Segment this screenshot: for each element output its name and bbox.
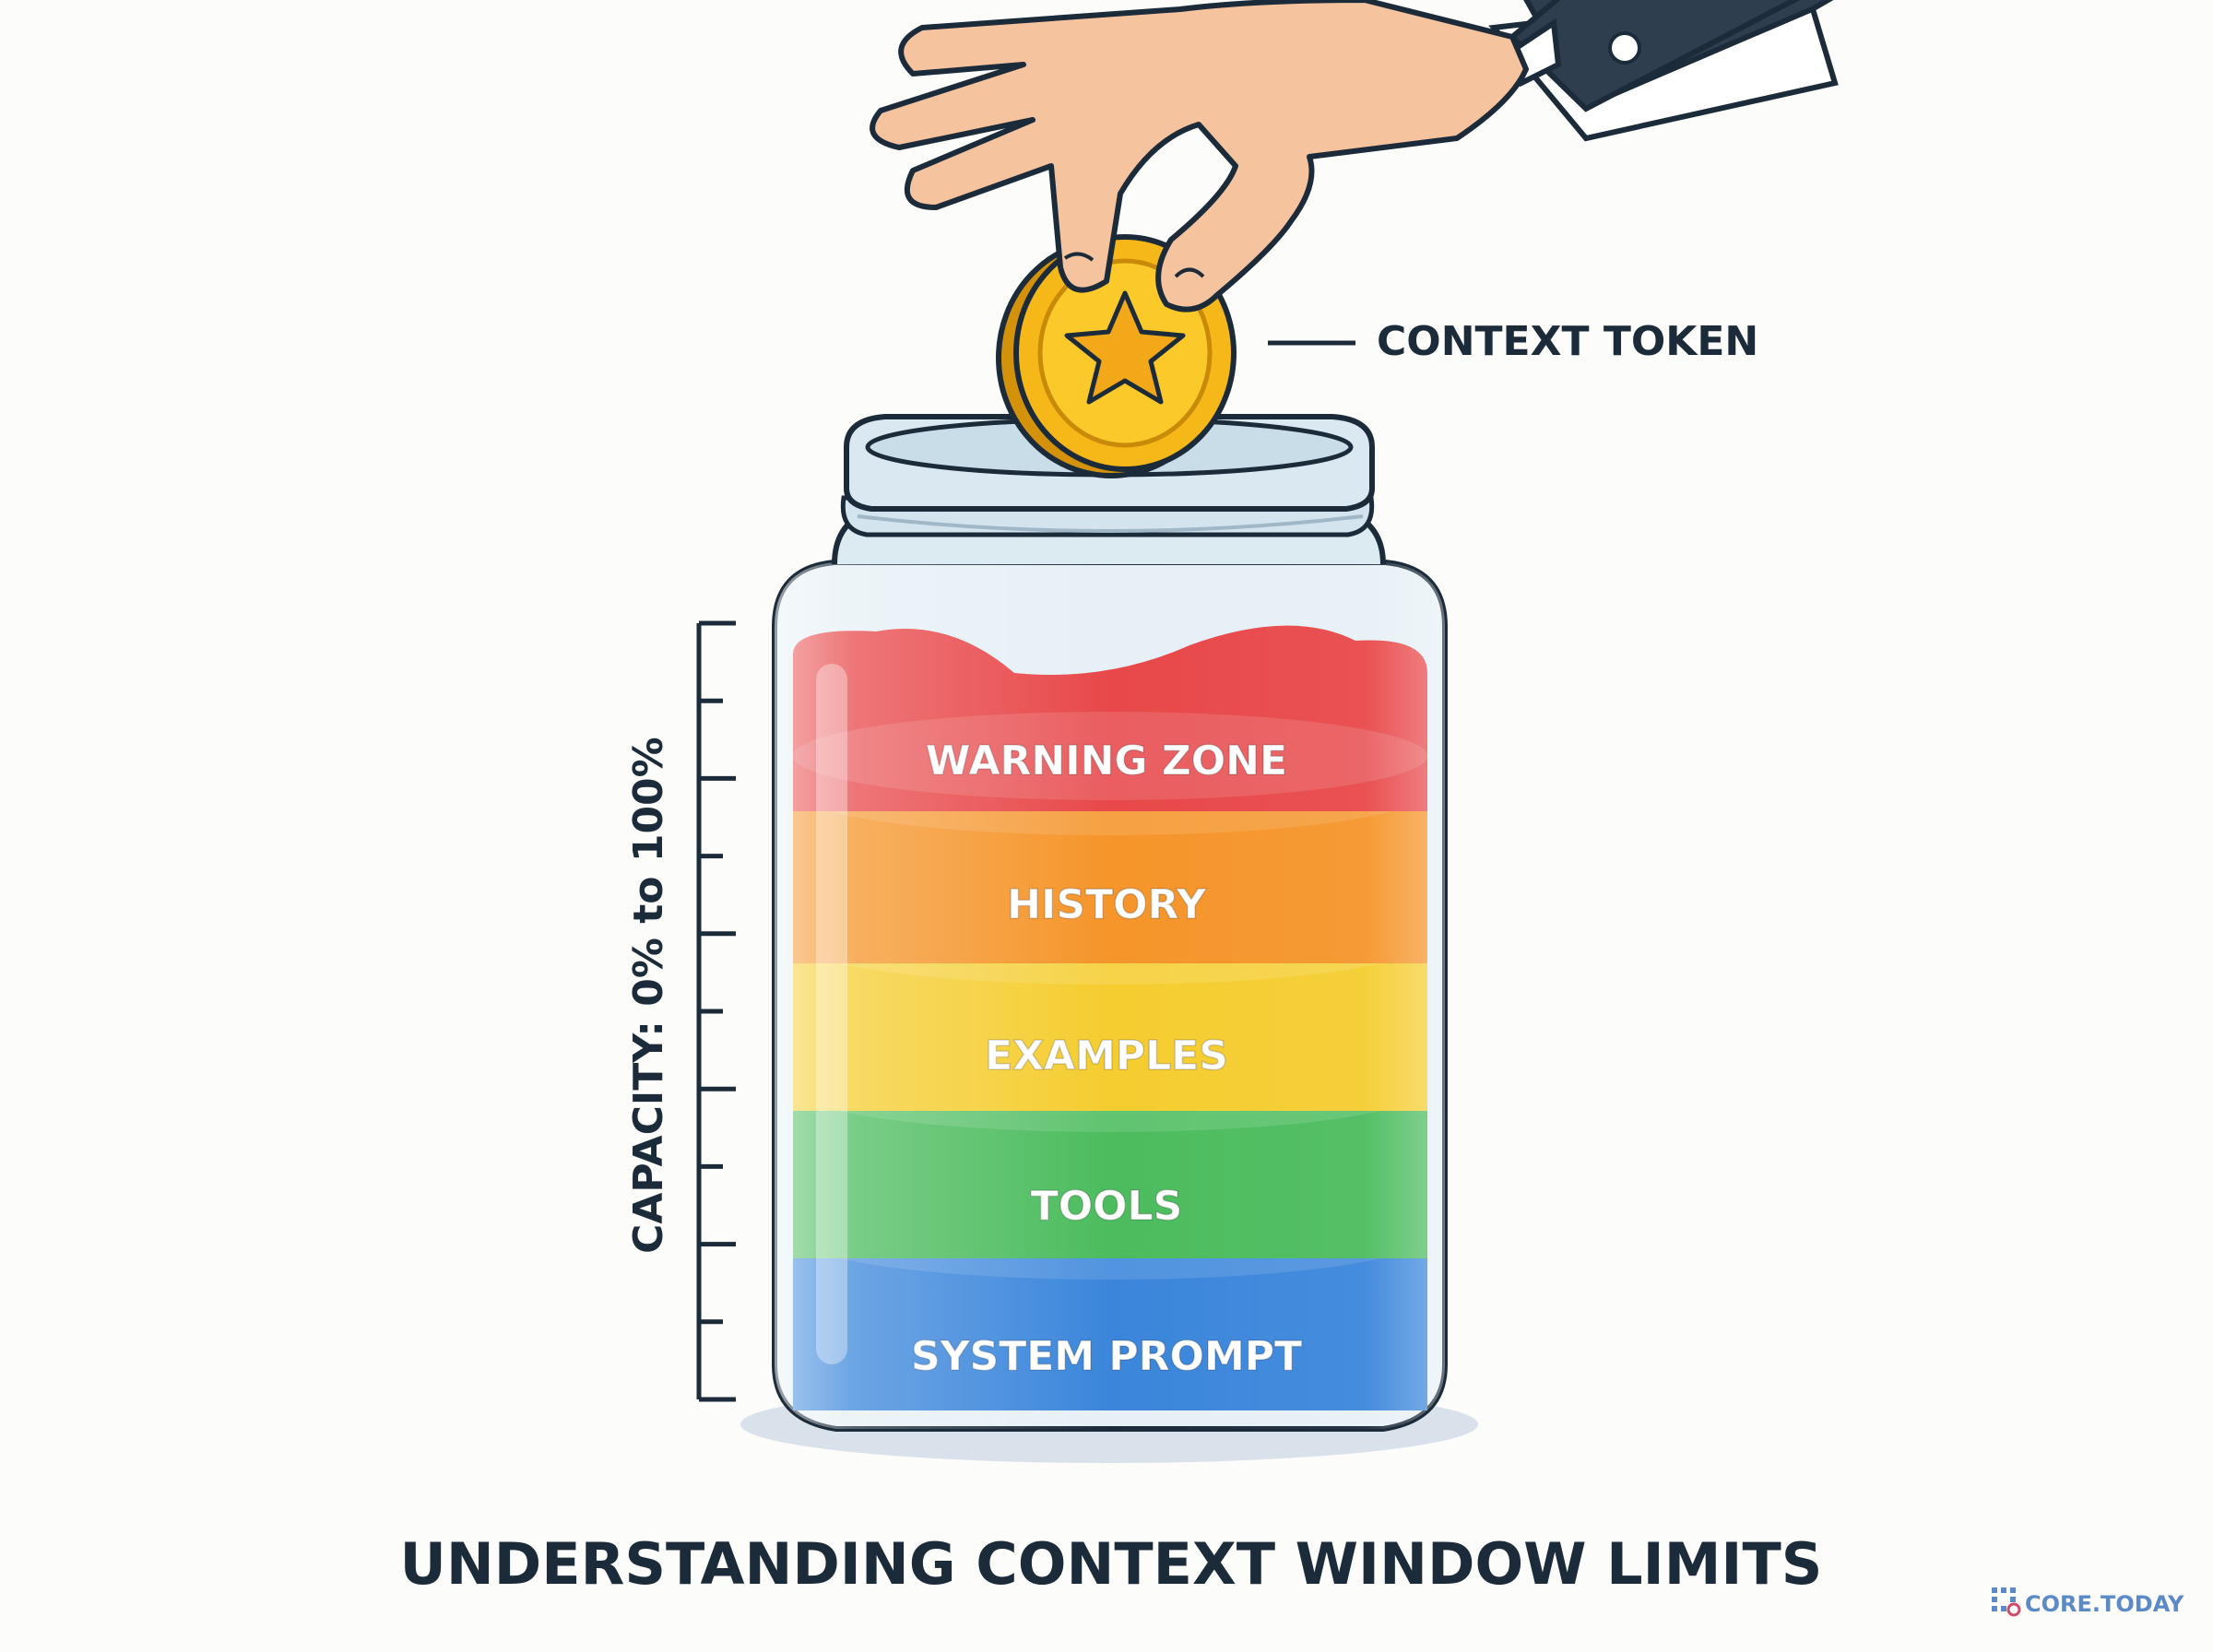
cufflink-icon <box>1608 31 1641 65</box>
core-today-logo-icon <box>1992 1587 2021 1617</box>
page-title: UNDERSTANDING CONTEXT WINDOW LIMITS <box>400 1530 1823 1598</box>
watermark: CORE.TODAY <box>1992 1587 2184 1617</box>
hand <box>870 0 1529 313</box>
context-token-label: CONTEXT TOKEN <box>1377 318 1758 365</box>
watermark-text: CORE.TODAY <box>2025 1591 2184 1617</box>
hand-illustration <box>870 0 1839 313</box>
capacity-axis <box>696 620 736 1402</box>
capacity-axis-label: CAPACITY: 0% to 100% <box>625 737 672 1254</box>
star-icon <box>1064 290 1186 405</box>
